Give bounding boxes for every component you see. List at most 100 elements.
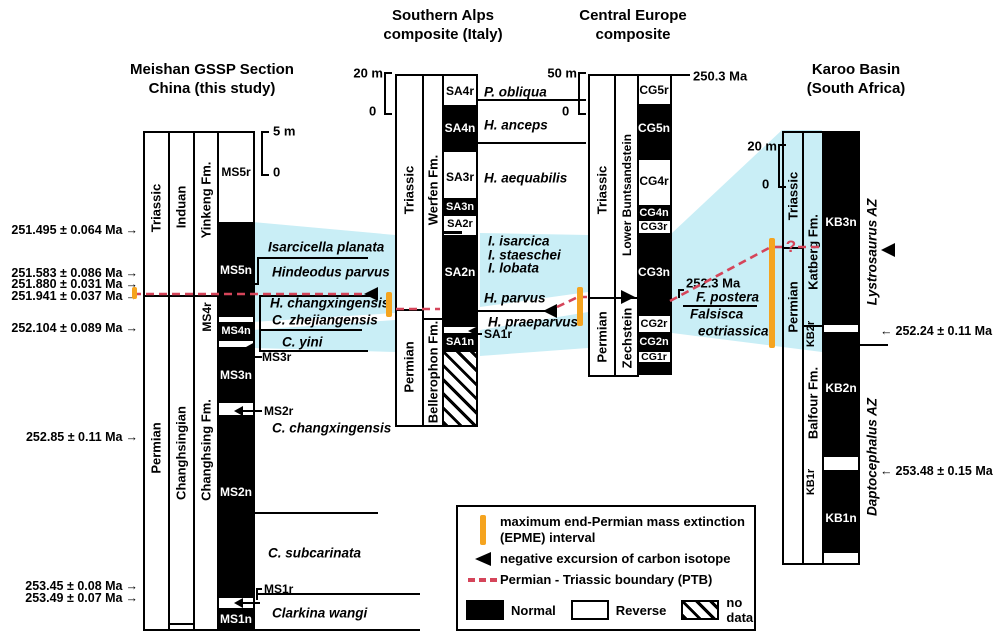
legend-epme-line2: (EPME) interval: [500, 530, 596, 545]
cg-age-top: 250.3 Ma: [693, 68, 748, 84]
ptb-divider: [397, 309, 422, 311]
reverse-polarity-swatch: [570, 600, 609, 620]
species-h-changxingensis: H. changxingensis: [270, 295, 390, 311]
chron-label-sa2r: SA2r: [447, 218, 473, 230]
chron-label-ms4n: MS4n: [221, 325, 251, 337]
age-label: ←252.24 ± 0.11 Ma: [880, 324, 993, 338]
no-data-hatch: [444, 352, 476, 425]
chron-cg-bottom: [639, 362, 670, 373]
chron-label-ms5n: MS5n: [219, 263, 253, 277]
species-clarkina-wangi: Clarkina wangi: [272, 605, 368, 621]
sa-period-permian: Permian: [401, 341, 417, 393]
chron-label-sa4n: SA4n: [444, 121, 476, 135]
chron-label-cg5r: CG5r: [639, 83, 669, 97]
chron-label-sa4r: SA4r: [445, 84, 475, 98]
age-label: 251.941 ± 0.037 Ma→: [11, 289, 138, 303]
ptb-uncertainty-question-mark: ?: [785, 237, 797, 256]
chron-label-ms2r: MS2r: [264, 404, 294, 418]
chron-label-cg3n: CG3n: [637, 265, 671, 279]
species-h-parvus: H. parvus: [484, 290, 546, 306]
karoo-period-permian: Permian: [785, 281, 801, 333]
chron-label-ms1n: MS1n: [219, 612, 253, 626]
species-isarcicella-planata: Isarcicella planata: [268, 239, 385, 255]
ptb-divider: [784, 247, 802, 249]
formation-divider: [424, 318, 442, 320]
sa-fm-werfen: Werfen Fm.: [425, 154, 441, 226]
chron-sa2n: [444, 235, 476, 327]
karoo-scale-max: 20 m: [747, 138, 777, 154]
species-f-postera: F. postera: [696, 289, 760, 305]
cg-period-permian: Permian: [594, 311, 610, 363]
cg-scale-zero: 0: [562, 103, 570, 119]
legend-ptb-row: Permian - Triassic boundary (PTB): [466, 572, 746, 587]
zone-daptocephalus: Daptocephalus AZ: [864, 397, 880, 517]
cg-period-triassic: Triassic: [594, 165, 610, 215]
meishan-fm-changhsing: Changhsing Fm.: [198, 399, 214, 501]
species-c-yini: C. yini: [282, 334, 323, 350]
chron-cg5n: [639, 104, 670, 160]
age-label: ←253.48 ± 0.15 Ma: [880, 464, 993, 478]
epme-bar-icon: [466, 514, 500, 546]
formation-divider: [195, 295, 217, 297]
species-h-praeparvus: H. praeparvus: [488, 314, 579, 330]
legend-reverse-label: Reverse: [615, 602, 667, 618]
chron-sa1n: [444, 333, 476, 352]
epme-bar-karoo: [769, 238, 775, 348]
species-i-isarcica: I. isarcica: [488, 233, 550, 249]
legend: maximum end-Permian mass extinction (EPM…: [456, 505, 756, 631]
chron-label-sa3r: SA3r: [445, 170, 475, 184]
sa-fm-bellerophon: Bellerophon Fm.: [425, 320, 441, 424]
cg-fm-zechstein: Zechstein: [619, 307, 635, 369]
legend-normal-label: Normal: [511, 602, 556, 618]
meishan-stage-induan: Induan: [173, 185, 189, 229]
chron-label-sa1r: SA1r: [484, 327, 513, 341]
species-c-changxingensis: C. changxingensis: [272, 420, 392, 436]
age-label: 251.495 ± 0.064 Ma→: [11, 223, 139, 237]
right-arrow-icon: →: [125, 266, 139, 280]
karoo-polarity-column: [822, 131, 860, 565]
cg-fm-buntsandstein: Lower Buntsandstein: [620, 133, 634, 257]
left-arrow-icon: ←: [880, 324, 893, 338]
species-i-staeschei: I. staeschei: [488, 247, 561, 263]
age-label: 252.85 ± 0.11 Ma→: [25, 430, 138, 444]
cg-scale-max: 50 m: [547, 65, 577, 81]
chron-tick: [444, 231, 462, 234]
species-p-obliqua: P. obliqua: [484, 84, 547, 100]
species-h-aequabilis: H. aequabilis: [484, 170, 568, 186]
chron-label-cg2n: CG2n: [639, 336, 669, 348]
age-label: 251.583 ± 0.086 Ma→: [11, 266, 139, 280]
right-arrow-icon: →: [125, 223, 139, 237]
chron-label-kb1n: KB1n: [825, 511, 857, 525]
chron-label-ms5r: MS5r: [221, 165, 251, 179]
karoo-period-triassic: Triassic: [785, 171, 801, 221]
chron-label-kb3n: KB3n: [825, 215, 857, 229]
normal-polarity-swatch: [466, 600, 504, 620]
meishan-scale-max: 5 m: [273, 123, 296, 139]
chron-label-cg4r: CG4r: [639, 174, 669, 188]
chron-label-kb2n: KB2n: [825, 381, 857, 395]
age-label: 253.45 ± 0.08 Ma→: [25, 579, 138, 593]
sa-scale-max: 20 m: [353, 65, 383, 81]
legend-epme-line1: maximum end-Permian mass extinction: [500, 514, 745, 529]
meishan-stage-changhsingian: Changhsingian: [173, 406, 189, 500]
chron-label-ms2n: MS2n: [219, 485, 253, 499]
ptb-dash-icon: [466, 577, 500, 583]
zone-lystrosaurus: Lystrosaurus AZ: [864, 198, 880, 306]
sa-period-triassic: Triassic: [401, 165, 417, 215]
age-label: 253.49 ± 0.07 Ma→: [25, 591, 139, 605]
chron-cg2n: [639, 332, 670, 352]
ptb-divider: [590, 297, 614, 299]
cg-age-mid: 252.3 Ma: [686, 275, 741, 291]
chron-label-cg1r: CG1r: [641, 351, 667, 363]
chron-label-cg4n: CG4n: [639, 207, 669, 219]
ptb-divider: [145, 295, 168, 297]
legend-nodata-label: no data: [726, 595, 754, 625]
sa-scale-zero: 0: [369, 103, 377, 119]
chron-cg4n: [639, 205, 670, 221]
right-arrow-icon: →: [125, 591, 139, 605]
chron-ms2n: [219, 415, 253, 598]
chron-sa3n: [444, 198, 476, 216]
